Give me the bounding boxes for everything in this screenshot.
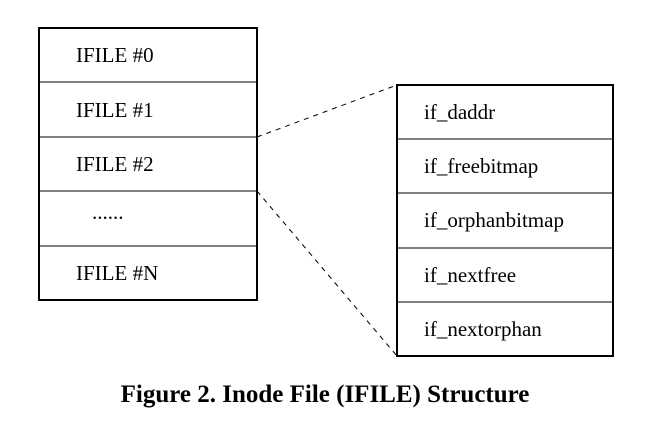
field-if-freebitmap-label: if_freebitmap <box>424 154 538 178</box>
field-if-daddr-label: if_daddr <box>424 100 495 124</box>
entry-fields-table: if_daddr if_freebitmap if_orphanbitmap i… <box>396 84 614 357</box>
ifile-row-n-label: IFILE #N <box>76 261 158 285</box>
ifile-row-ellipsis-label: ...... <box>92 200 124 224</box>
ifile-row-0-label: IFILE #0 <box>76 43 154 67</box>
entry-fields-table-border <box>396 84 614 357</box>
ifile-table: IFILE #0 IFILE #1 IFILE #2 ...... IFILE … <box>38 27 258 301</box>
field-if-orphanbitmap-label: if_orphanbitmap <box>424 208 564 232</box>
ifile-row-1-label: IFILE #1 <box>76 98 154 122</box>
connector-bottom-line <box>256 190 398 357</box>
field-if-nextorphan-label: if_nextorphan <box>424 317 542 341</box>
ifile-row-2-label: IFILE #2 <box>76 152 154 176</box>
connector-top-line <box>256 84 398 138</box>
figure-caption: Figure 2. Inode File (IFILE) Structure <box>120 381 530 408</box>
field-if-nextfree-label: if_nextfree <box>424 263 516 287</box>
ifile-table-border <box>38 27 258 301</box>
